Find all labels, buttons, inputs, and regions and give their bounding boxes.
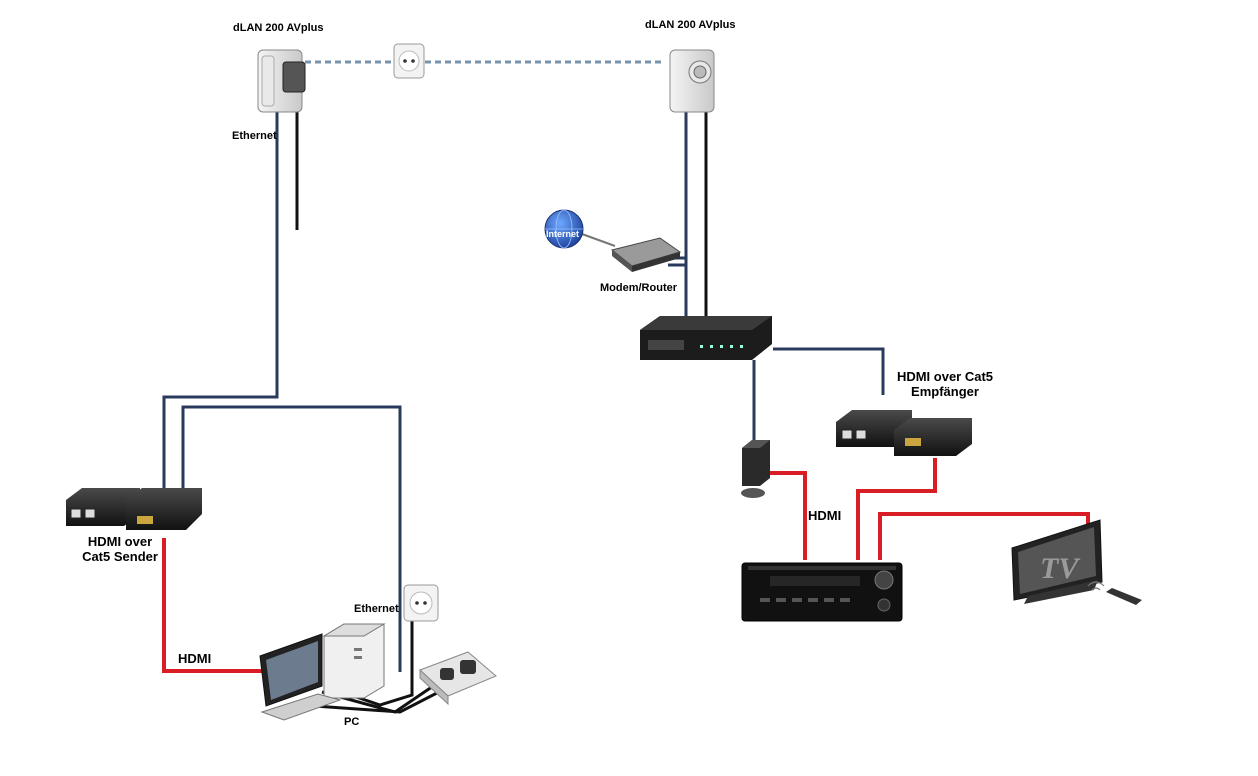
ethernet-bottom-label: Ethernet bbox=[354, 603, 399, 615]
tv-icon: TV bbox=[1011, 519, 1103, 604]
internet-label: Internet bbox=[546, 229, 580, 239]
power-strip-icon bbox=[419, 651, 497, 706]
pc-tower-icon bbox=[322, 623, 386, 699]
dlan-adapter-right bbox=[669, 49, 715, 113]
game-console-icon bbox=[741, 440, 770, 498]
tv-screen-text: TV bbox=[1040, 552, 1081, 585]
hdmi-cables bbox=[162, 458, 1090, 673]
wall-socket-top bbox=[393, 43, 425, 79]
dlan-left-label: dLAN 200 AVplus bbox=[233, 22, 324, 34]
network-switch-icon bbox=[640, 316, 772, 360]
internet-globe-icon bbox=[544, 209, 616, 249]
modem-router-icon bbox=[610, 237, 682, 272]
dlan-adapter-left bbox=[257, 49, 306, 113]
modem-router-label: Modem/Router bbox=[600, 282, 677, 294]
hdmi-sender-label-line1: HDMI over bbox=[87, 534, 153, 549]
hdmi-sender-label-line2: Cat5 Sender bbox=[82, 549, 158, 564]
hdmi-right-label: HDMI bbox=[808, 508, 842, 523]
hdmi-extender-receiver bbox=[836, 410, 972, 456]
hdmi-receiver-label-line1: HDMI over Cat5 bbox=[896, 369, 994, 384]
monitor-icon bbox=[259, 633, 342, 721]
hdmi-left-label: HDMI bbox=[178, 651, 212, 666]
ethernet-top-label: Ethernet bbox=[232, 130, 277, 142]
hdmi-extender-sender bbox=[66, 488, 202, 530]
remote-control-icon bbox=[1087, 581, 1142, 605]
hdmi-receiver-label-line2: Empfänger bbox=[911, 384, 979, 399]
dlan-right-label: dLAN 200 AVplus bbox=[645, 19, 736, 31]
av-receiver-icon bbox=[741, 562, 903, 622]
wall-socket-bottom bbox=[403, 584, 439, 622]
pc-label: PC bbox=[344, 716, 360, 728]
